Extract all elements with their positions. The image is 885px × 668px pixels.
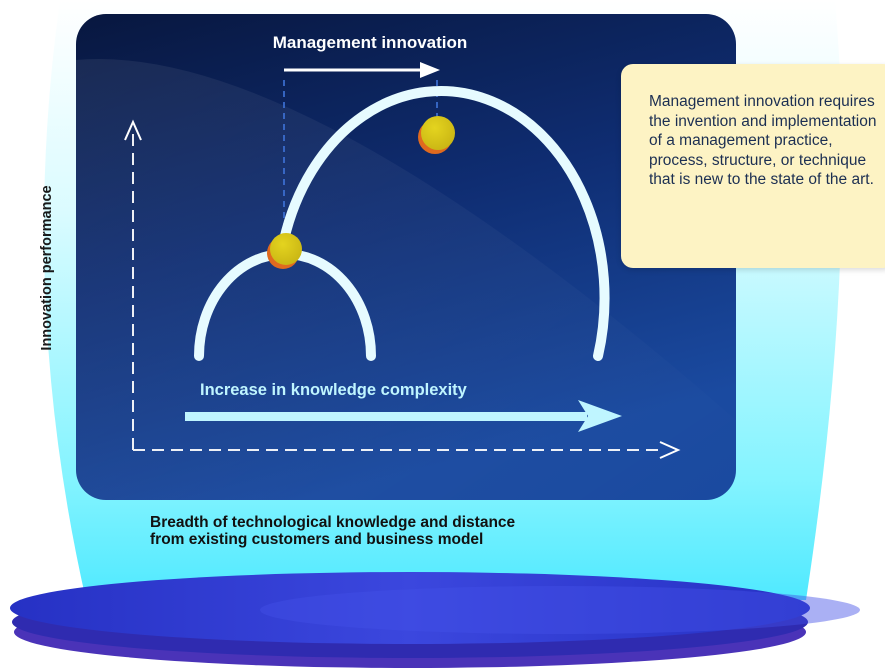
callout-text: Management innovation requires the inven…	[649, 93, 877, 188]
dashed-axis-arrow-icon	[124, 119, 142, 141]
drop-lines	[283, 80, 438, 245]
y-axis-label: Innovation performance	[39, 185, 55, 351]
knowledge-complexity-label: Increase in knowledge complexity	[200, 381, 467, 399]
management-innovation-label: Management innovation	[272, 33, 468, 52]
x-axis-label-line1: Breadth of technological knowledge and d…	[150, 514, 516, 531]
dashed-axis-arrow-icon	[659, 441, 681, 459]
definition-callout: Management innovation requires the inven…	[621, 64, 885, 268]
platform	[10, 572, 860, 668]
dark-panel	[76, 14, 736, 500]
x-axis-label: Breadth of technological knowledge and d…	[150, 514, 690, 548]
dashed-axes	[132, 130, 662, 451]
node-large-arc	[418, 116, 455, 154]
node-small-arc	[267, 233, 302, 269]
x-axis-label-line2: from existing customers and business mod…	[150, 531, 484, 548]
arrow-right-icon	[284, 62, 440, 78]
complexity-arrow	[185, 400, 622, 432]
large-arc	[279, 86, 610, 361]
